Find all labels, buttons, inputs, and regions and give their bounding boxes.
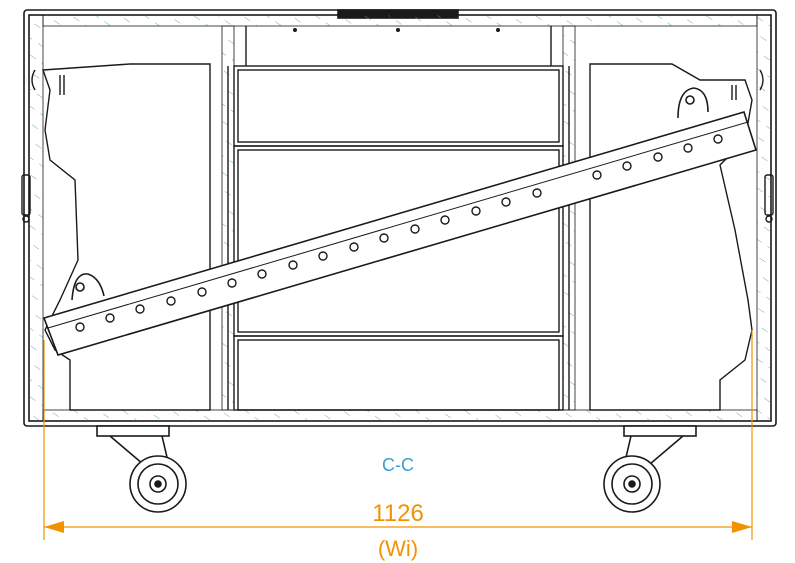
center-compartment (227, 26, 570, 411)
arrow-right-icon (732, 521, 752, 533)
left-insert (42, 63, 211, 411)
rigging-bar (42, 87, 758, 356)
rigging-holes (75, 134, 723, 332)
right-insert (589, 63, 753, 411)
width-value: 1126 (372, 500, 424, 527)
right-caster (603, 425, 697, 513)
arrow-left-icon (44, 521, 64, 533)
width-symbol: (Wi) (378, 536, 418, 561)
section-label: C-C (382, 455, 414, 475)
width-dimension (43, 330, 753, 540)
side-latches (21, 69, 774, 223)
left-caster (96, 425, 187, 513)
